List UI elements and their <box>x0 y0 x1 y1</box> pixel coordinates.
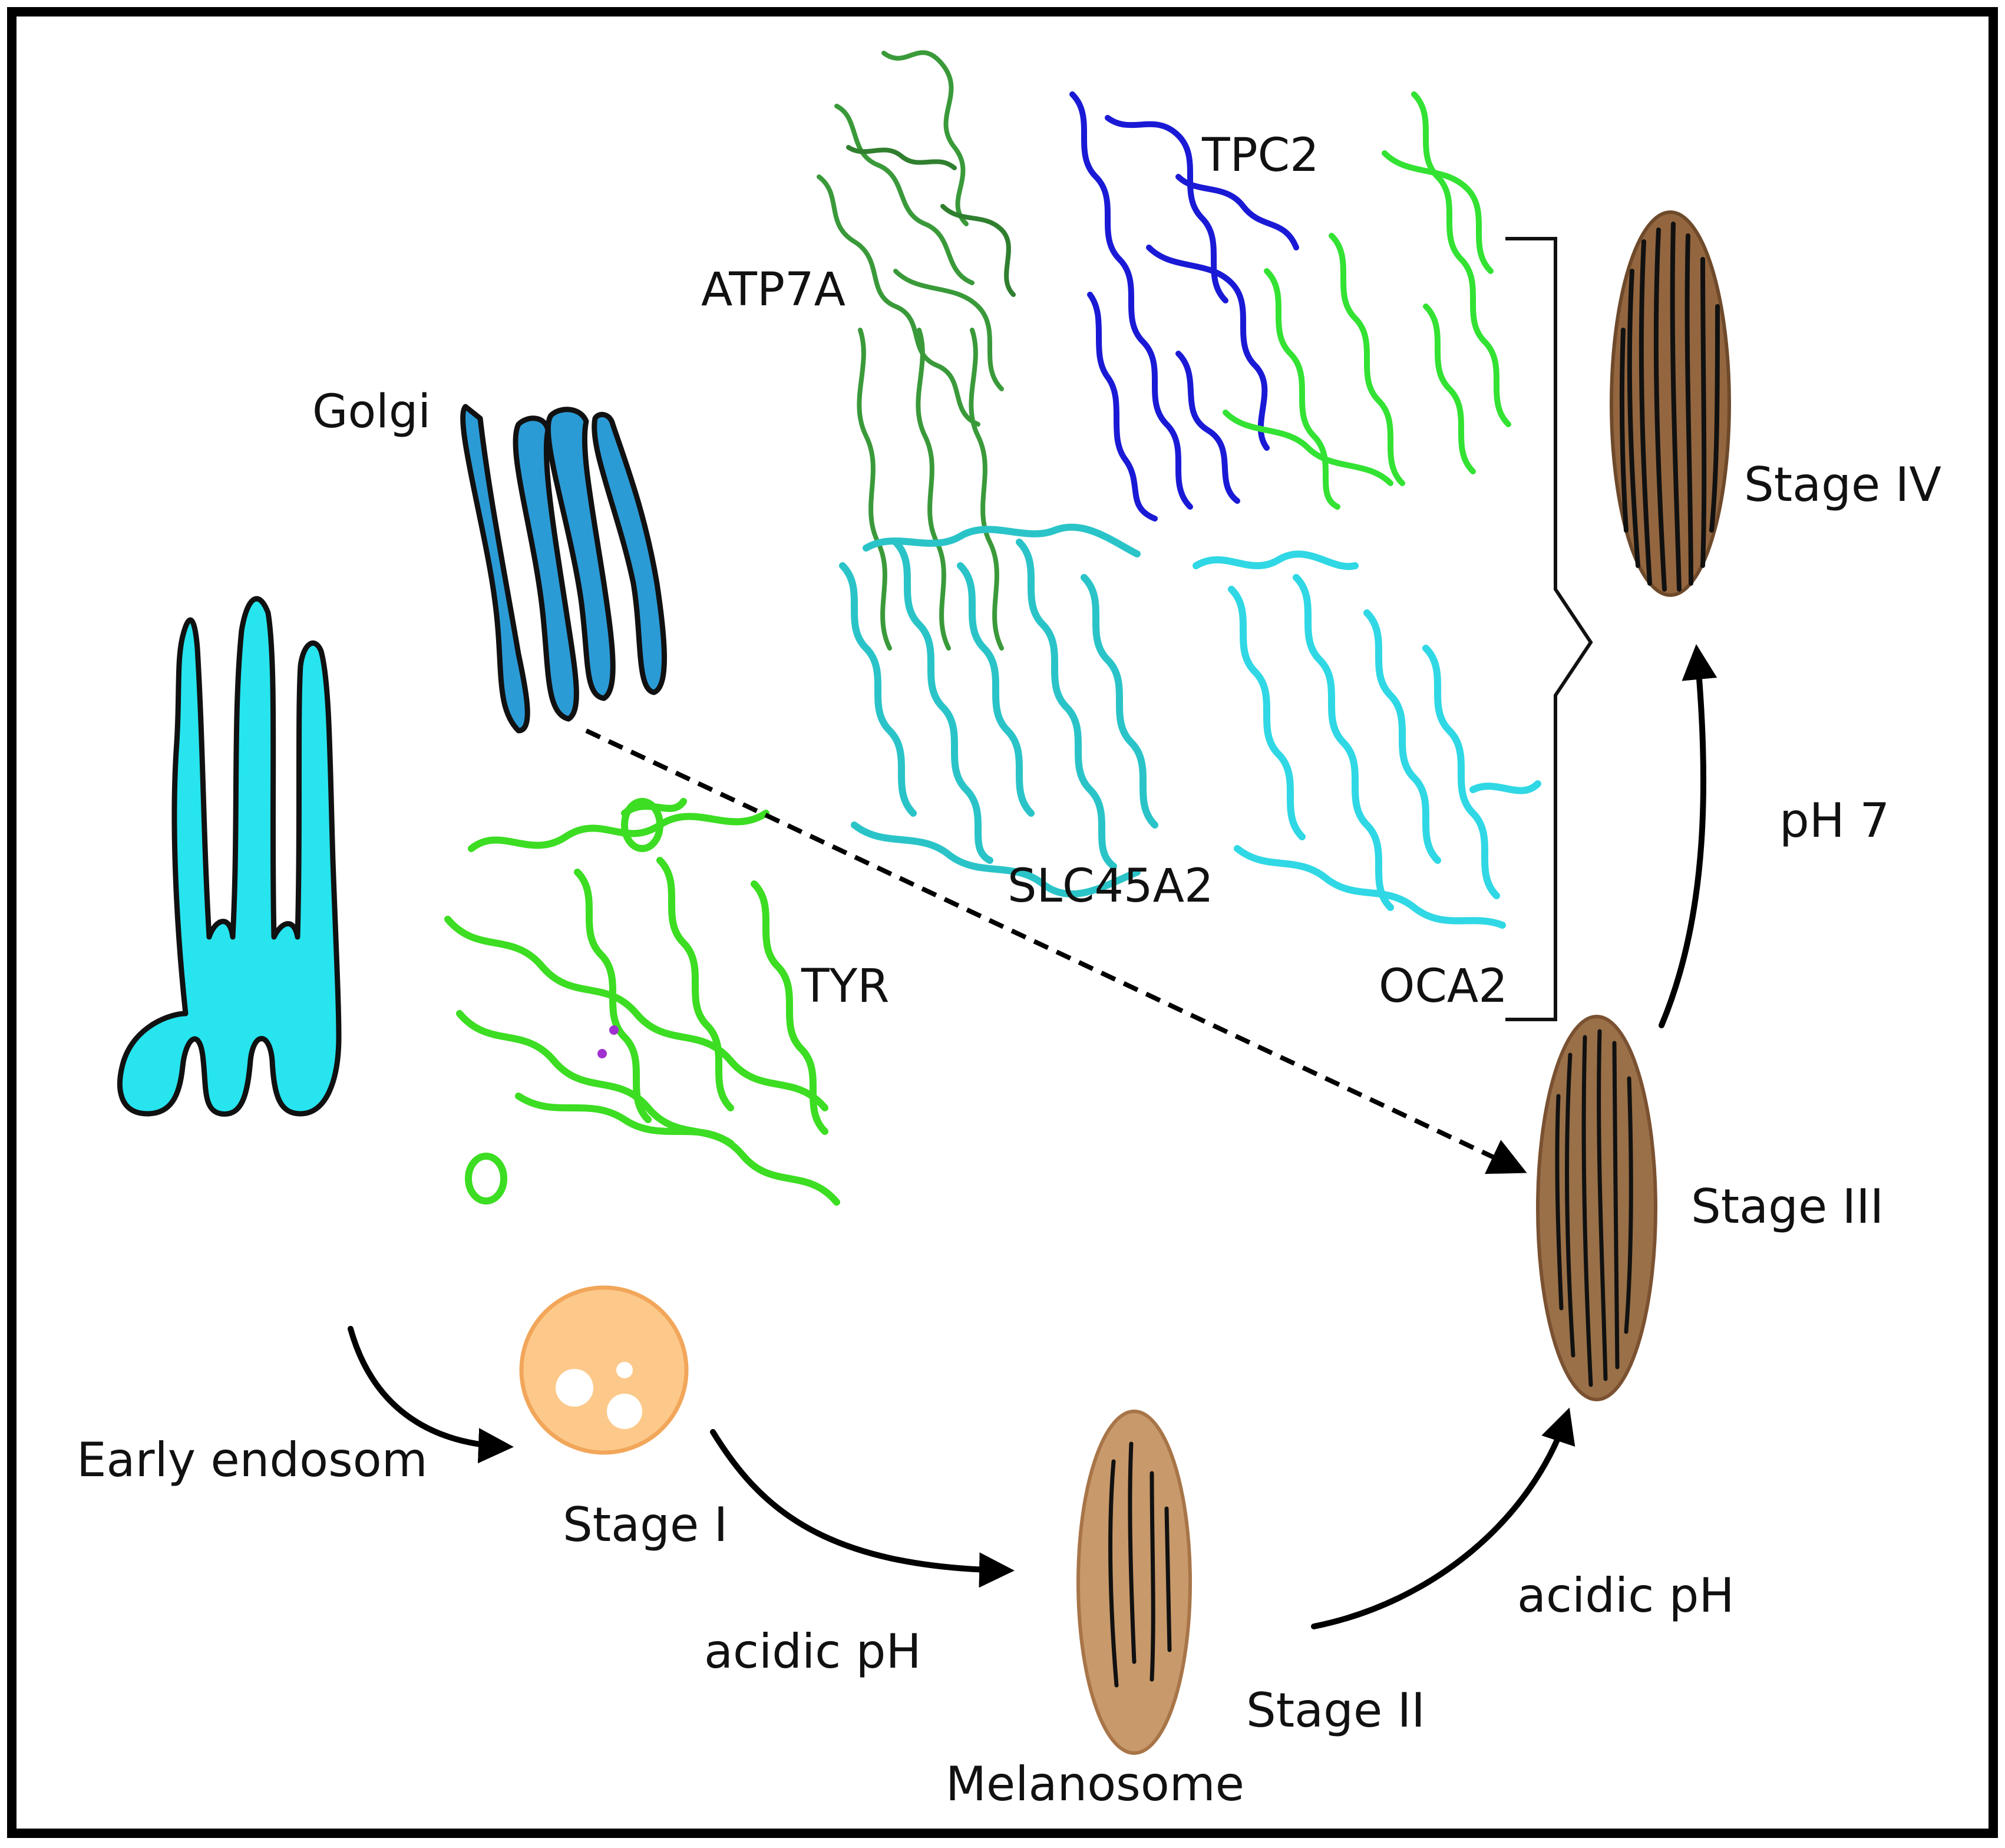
tpc2-structure <box>1069 91 1511 522</box>
tpc2-chain-b <box>1223 91 1511 510</box>
label-tyr: TYR <box>801 960 890 1013</box>
slc45a2-structure <box>839 523 1158 898</box>
tyr-copper-ion-2 <box>597 1049 607 1058</box>
label-stage-2: Stage II <box>1246 1683 1425 1738</box>
early-endosome-shape <box>117 596 342 1117</box>
tpc2-chain-a <box>1069 91 1299 522</box>
label-slc45a2: SLC45A2 <box>1008 860 1214 913</box>
label-stage-1: Stage I <box>563 1497 728 1552</box>
arrow-stage-1-to-stage-2 <box>710 1429 1015 1588</box>
label-early-endosome: Early endosom <box>77 1433 428 1487</box>
label-ph-7: pH 7 <box>1779 793 1890 848</box>
label-atp7a: ATP7A <box>701 263 845 316</box>
atp7a-structure <box>817 50 1016 651</box>
golgi-cisterna-4 <box>592 412 667 695</box>
stage-1-vesicle <box>519 1285 689 1455</box>
oca2-structure <box>1193 550 1541 929</box>
golgi-cisterna-3 <box>545 407 616 701</box>
label-acidic-ph-2: acidic pH <box>1517 1568 1735 1623</box>
label-tpc2: TPC2 <box>1201 129 1319 182</box>
stage-4-melanosome <box>1610 210 1731 597</box>
label-melanosome: Melanosome <box>946 1757 1244 1811</box>
label-golgi: Golgi <box>312 385 431 438</box>
arrow-stage-2-to-stage-3 <box>1311 1407 1575 1629</box>
tyr-copper-ion-1 <box>609 1025 619 1035</box>
protein-group-bracket <box>1505 237 1593 1021</box>
golgi-cisterna-1 <box>460 404 530 734</box>
label-acidic-ph-1: acidic pH <box>704 1624 921 1679</box>
arrow-stage-3-to-stage-4 <box>1659 644 1717 1028</box>
tyr-structure <box>444 798 840 1206</box>
stage-3-melanosome <box>1536 1015 1657 1401</box>
label-oca2: OCA2 <box>1379 960 1508 1013</box>
label-stage-4: Stage IV <box>1744 457 1941 512</box>
label-stage-3: Stage III <box>1691 1179 1884 1234</box>
arrow-endosome-to-stage-1 <box>348 1326 514 1464</box>
stage-2-melanosome <box>1076 1410 1192 1755</box>
golgi-stack <box>460 404 667 734</box>
